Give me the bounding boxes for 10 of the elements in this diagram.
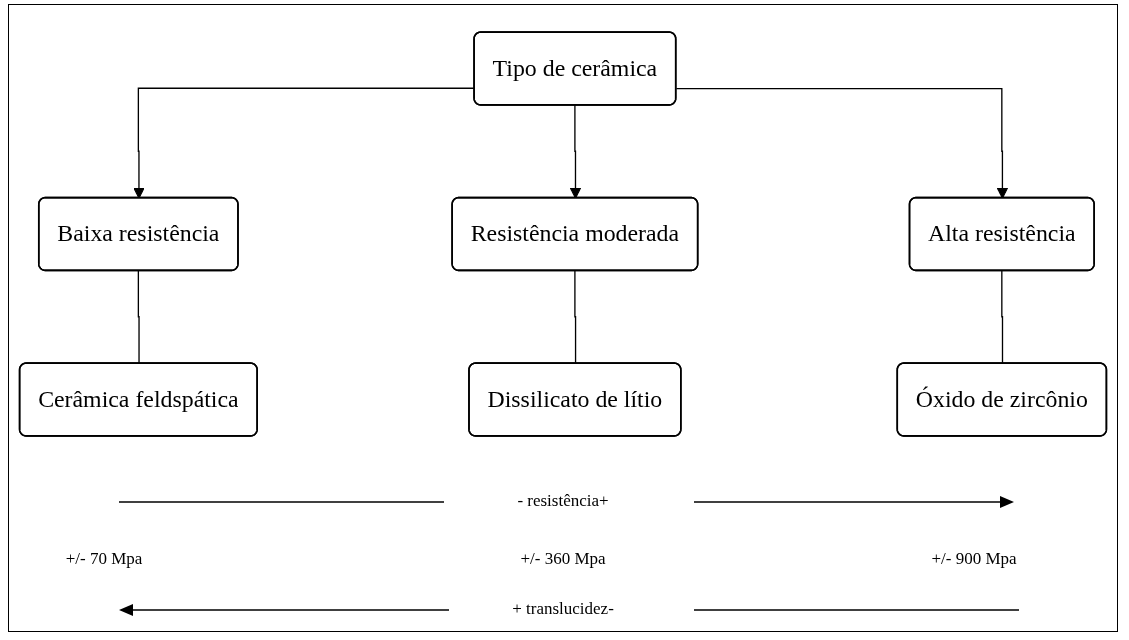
connector — [1001, 270, 1004, 365]
scale-label: - resistência+ — [517, 491, 609, 511]
scale-label: +/- 70 Mpa — [65, 549, 143, 569]
scale-label: + translucidez- — [512, 599, 614, 619]
connector — [137, 270, 140, 365]
scale-label: +/- 900 Mpa — [931, 549, 1017, 569]
arrow — [675, 88, 1009, 199]
connector — [574, 270, 577, 365]
arrow — [569, 104, 582, 199]
scale-label: +/- 360 Mpa — [520, 549, 606, 569]
